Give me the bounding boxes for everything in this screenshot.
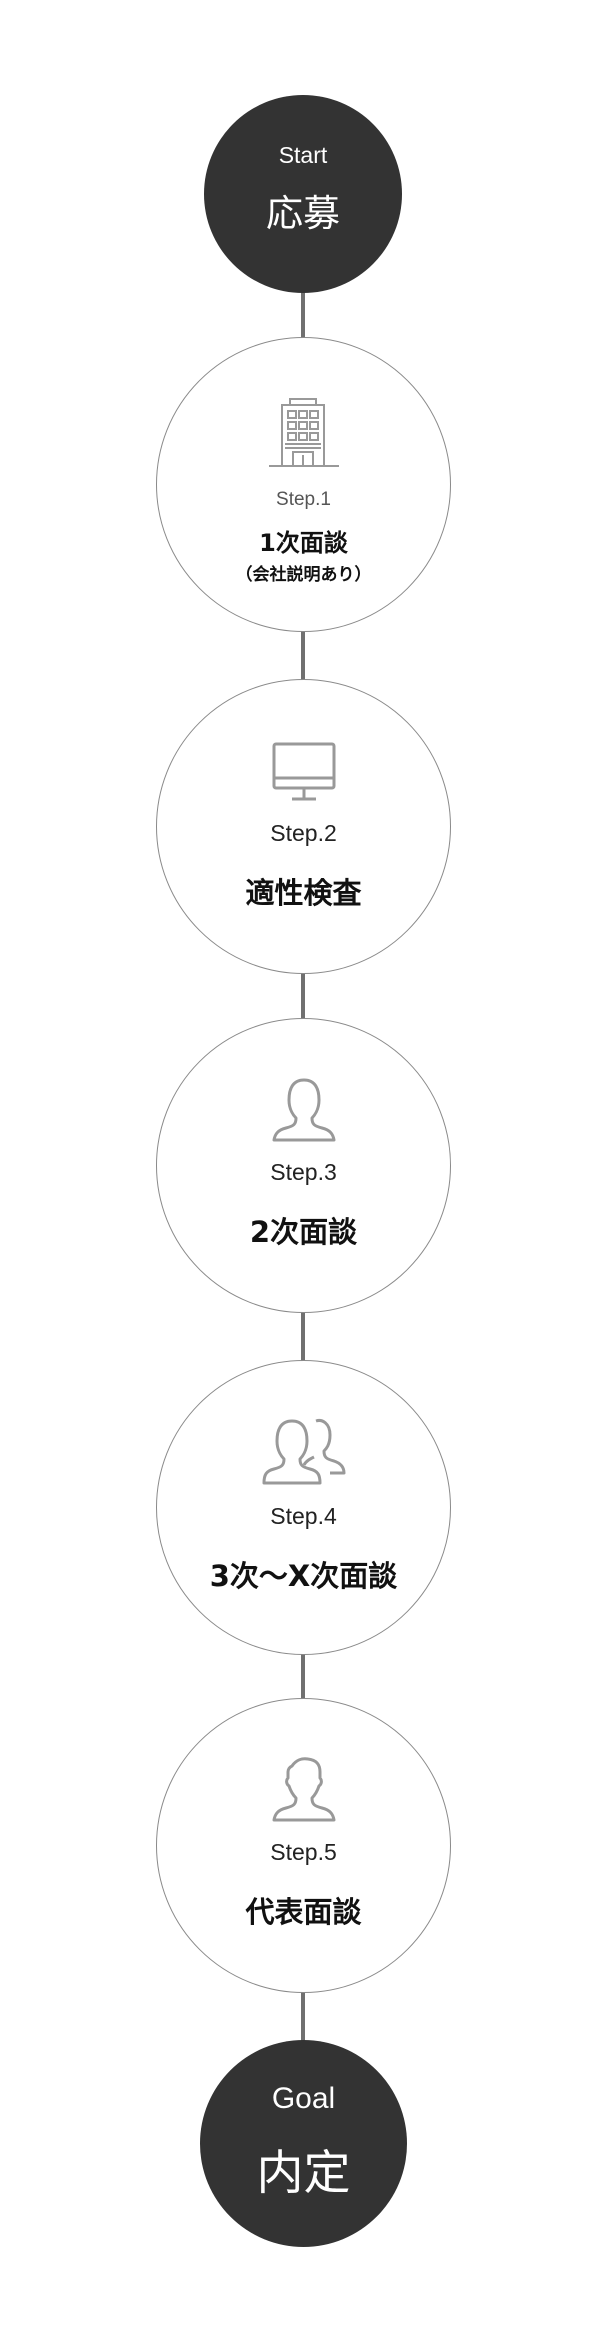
- step-4-node: Step.4 3次〜X次面談: [156, 1360, 451, 1655]
- step-5-label: Step.5: [270, 1839, 337, 1865]
- start-title: 応募: [266, 192, 340, 235]
- connector: [301, 1652, 305, 1699]
- step-1-label: Step.1: [276, 489, 331, 510]
- step-1-node: Step.1 1次面談 （会社説明あり）: [156, 337, 451, 632]
- step-5-title: 代表面談: [245, 1895, 362, 1929]
- start-node: Start 応募: [204, 95, 402, 293]
- connector: [301, 972, 305, 1019]
- step-3-label: Step.3: [270, 1159, 337, 1185]
- step-2-label: Step.2: [270, 820, 337, 846]
- connector: [301, 631, 305, 680]
- step-4-label: Step.4: [270, 1503, 337, 1529]
- step-5-node: Step.5 代表面談: [156, 1698, 451, 1993]
- people-icon: [262, 1417, 346, 1485]
- person-man-icon: [272, 1756, 336, 1822]
- connector: [301, 292, 305, 338]
- step-4-title: 3次〜X次面談: [209, 1559, 398, 1593]
- step-1-note: （会社説明あり）: [235, 565, 372, 585]
- goal-title: 内定: [256, 2146, 351, 2201]
- step-2-node: Step.2 適性検査: [156, 679, 451, 974]
- connector: [301, 1991, 305, 2041]
- goal-node: Goal 内定: [200, 2040, 407, 2247]
- goal-label: Goal: [271, 2082, 336, 2115]
- monitor-icon: [272, 742, 336, 802]
- step-3-node: Step.3 2次面談: [156, 1018, 451, 1313]
- step-3-title: 2次面談: [249, 1215, 358, 1249]
- connector: [301, 1311, 305, 1361]
- person-icon: [272, 1078, 336, 1142]
- start-label: Start: [278, 142, 328, 168]
- building-icon: [268, 398, 339, 468]
- step-2-title: 適性検査: [245, 876, 362, 910]
- step-1-title: 1次面談: [259, 529, 348, 557]
